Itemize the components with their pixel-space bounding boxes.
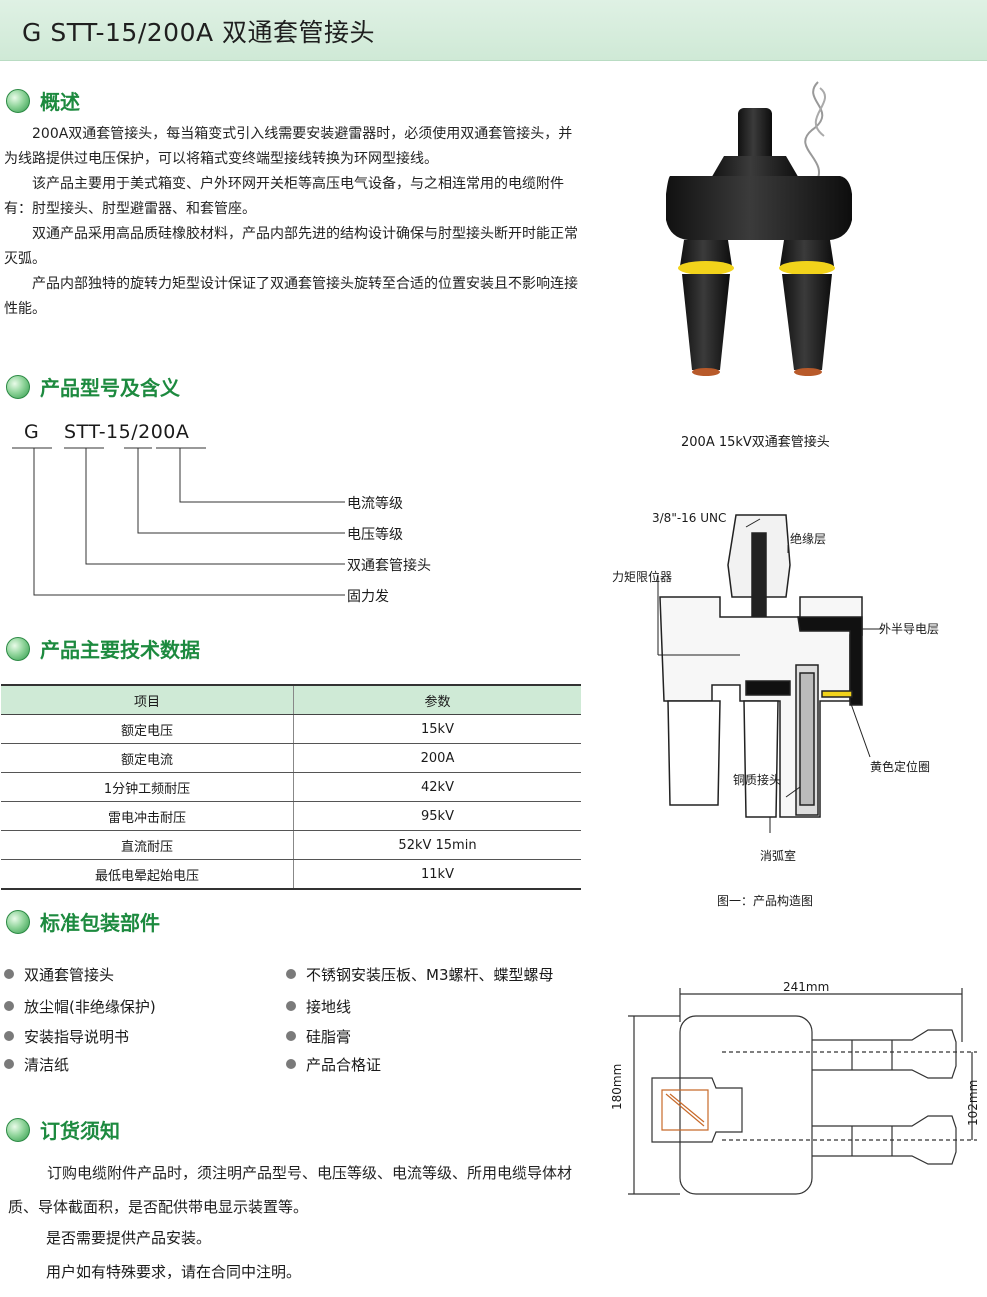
- table-cell: 11kV: [293, 859, 581, 890]
- section-ordering-title: 订货须知: [40, 1119, 120, 1143]
- title-bar: [0, 0, 987, 61]
- structure-diagram: [657, 514, 882, 833]
- label-yellow-ring: 黄色定位圈: [870, 760, 931, 774]
- overview-text: 200A双通套管接头，每当箱变式引入线需要安装避雷器时，必须使用双通套管接头，并…: [4, 122, 584, 322]
- list-item-label: 不锈钢安装压板、M3螺杆、蝶型螺母: [306, 965, 554, 984]
- model-prefix: G: [24, 421, 39, 443]
- overview-paragraph: 该产品主要用于美式箱变、户外环网开关柜等高压电气设备，与之相连常用的电缆附件有：…: [4, 176, 564, 217]
- model-meaning-brand: 固力发: [347, 589, 389, 605]
- list-item: 产品合格证: [286, 1050, 554, 1078]
- list-item: 接地线: [286, 990, 554, 1022]
- table-header-param: 参数: [293, 685, 581, 715]
- model-meaning-product: 双通套管接头: [347, 558, 431, 574]
- model-meaning-current: 电流等级: [347, 496, 403, 512]
- dimension-drawing: [628, 988, 977, 1195]
- green-bullet-icon: [6, 88, 30, 113]
- label-torque-limiter: 力矩限位器: [612, 570, 673, 584]
- ordering-paragraph: 用户如有特殊要求，请在合同中注明。: [46, 1263, 302, 1281]
- table-header-row: 项目 参数: [1, 685, 581, 715]
- list-item-label: 接地线: [306, 997, 352, 1016]
- list-item-label: 产品合格证: [306, 1055, 382, 1074]
- overview-paragraph: 200A双通套管接头，每当箱变式引入线需要安装避雷器时，必须使用双通套管接头，并…: [4, 126, 573, 167]
- list-item: 不锈钢安装压板、M3螺杆、蝶型螺母: [286, 958, 554, 990]
- bullet-dot-icon: [286, 1001, 296, 1011]
- dim-pitch: 102mm: [966, 1079, 980, 1126]
- table-header-item: 项目: [1, 685, 294, 715]
- packing-list-left: 双通套管接头 放尘帽(非绝缘保护) 安装指导说明书 清洁纸: [4, 958, 156, 1078]
- list-item: 放尘帽(非绝缘保护): [4, 990, 156, 1022]
- table-cell: 95kV: [293, 801, 581, 831]
- bullet-dot-icon: [4, 1031, 14, 1041]
- model-code-diagram: [12, 447, 345, 596]
- bullet-dot-icon: [4, 1001, 14, 1011]
- ordering-paragraph: 订购电缆附件产品时，须注明产品型号、电压等级、电流等级、所用电缆导体材质、导体截…: [8, 1164, 573, 1216]
- table-cell: 1分钟工频耐压: [1, 772, 294, 802]
- overview-paragraph: 产品内部独特的旋转力矩型设计保证了双通套管接头旋转至合适的位置安装且不影响连接性…: [4, 276, 578, 317]
- section-packing-title: 标准包装部件: [40, 911, 160, 935]
- dim-height: 180mm: [610, 1063, 624, 1110]
- product-photo: [666, 81, 852, 376]
- label-outer-semiconductive: 外半导电层: [879, 622, 940, 636]
- section-model-title: 产品型号及含义: [40, 376, 180, 400]
- table-cell: 额定电压: [1, 714, 294, 744]
- section-tech-header: 产品主要技术数据: [6, 634, 200, 663]
- green-bullet-icon: [6, 1117, 30, 1142]
- section-overview-title: 概述: [40, 90, 80, 114]
- table-cell: 15kV: [293, 714, 581, 744]
- dim-width: 241mm: [783, 980, 830, 994]
- diagram-caption: 图一：产品构造图: [717, 894, 814, 908]
- label-arc-chamber: 消弧室: [760, 849, 797, 863]
- section-tech-title: 产品主要技术数据: [40, 638, 200, 662]
- list-item-label: 双通套管接头: [24, 965, 115, 984]
- page-title: G STT-15/200A 双通套管接头: [22, 18, 376, 47]
- overview-paragraph: 双通产品采用高品质硅橡胶材料，产品内部先进的结构设计确保与肘型接头断开时能正常灭…: [4, 226, 578, 267]
- green-bullet-icon: [6, 374, 30, 399]
- section-overview-header: 概述: [6, 86, 80, 115]
- model-meaning-voltage: 电压等级: [347, 527, 403, 543]
- table-cell: 最低电晕起始电压: [1, 859, 294, 890]
- list-item: 双通套管接头: [4, 958, 156, 990]
- photo-caption: 200A 15kV双通套管接头: [681, 435, 830, 450]
- section-model-header: 产品型号及含义: [6, 372, 180, 401]
- label-copper-connector: 铜质接头: [733, 773, 782, 787]
- list-item: 硅脂膏: [286, 1022, 554, 1050]
- bullet-dot-icon: [286, 969, 296, 979]
- list-item-label: 清洁纸: [24, 1055, 70, 1074]
- table-cell: 雷电冲击耐压: [1, 801, 294, 831]
- list-item: 安装指导说明书: [4, 1022, 156, 1050]
- table-cell: 直流耐压: [1, 830, 294, 860]
- list-item-label: 安装指导说明书: [24, 1027, 130, 1046]
- section-ordering-header: 订货须知: [6, 1115, 120, 1144]
- table-cell: 42kV: [293, 772, 581, 802]
- label-insulation: 绝缘层: [790, 532, 827, 546]
- list-item-label: 硅脂膏: [306, 1027, 352, 1046]
- table-cell: 200A: [293, 743, 581, 773]
- bullet-dot-icon: [4, 1059, 14, 1069]
- bullet-dot-icon: [286, 1031, 296, 1041]
- list-item-label: 放尘帽(非绝缘保护): [24, 997, 156, 1016]
- packing-list-right: 不锈钢安装压板、M3螺杆、蝶型螺母 接地线 硅脂膏 产品合格证: [286, 958, 554, 1078]
- model-code: STT-15/200A: [64, 421, 190, 443]
- label-thread: 3/8"-16 UNC: [652, 511, 727, 525]
- bullet-dot-icon: [4, 969, 14, 979]
- ordering-paragraph: 是否需要提供产品安装。: [46, 1229, 212, 1247]
- table-cell: 额定电流: [1, 743, 294, 773]
- green-bullet-icon: [6, 909, 30, 934]
- list-item: 清洁纸: [4, 1050, 156, 1078]
- bullet-dot-icon: [286, 1059, 296, 1069]
- section-packing-header: 标准包装部件: [6, 907, 160, 936]
- table-cell: 52kV 15min: [293, 830, 581, 860]
- green-bullet-icon: [6, 636, 30, 661]
